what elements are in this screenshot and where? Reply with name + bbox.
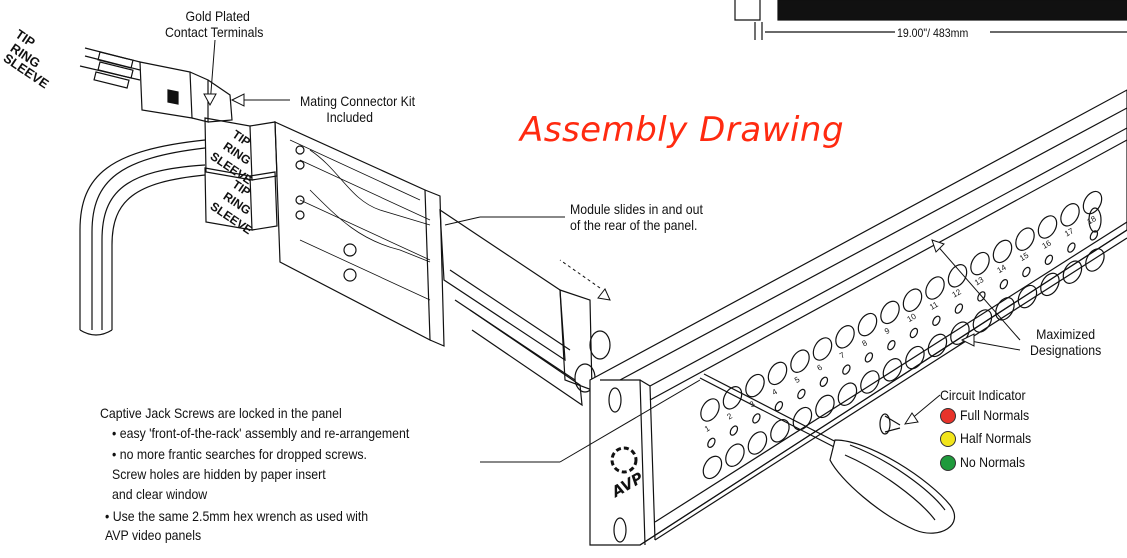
indicator-dot-half [940,431,956,447]
jack-hole [947,264,968,288]
captive-bullet-2: • no more frantic searches for dropped s… [112,446,367,462]
captive-bullet-3: Screw holes are hidden by paper insert [112,466,326,482]
jack-hole [999,279,1009,290]
jack-hole [707,437,716,448]
jack-hole [925,276,945,300]
jack-hole [812,337,833,361]
jack-hole [770,419,790,443]
jack-hole [1060,203,1080,227]
maximized-line-2: Designations [1030,342,1102,358]
jack-hole [887,340,896,351]
jack-hole [1044,254,1054,265]
gold-plated-line-1: Gold Plated [185,8,250,24]
jack-hole [1037,215,1058,239]
dimension-label: 19.00"/ 483mm [897,26,969,40]
jack-hole [932,315,941,326]
jack-hole [905,345,925,370]
jack-module [274,121,611,407]
cable-bundle [79,139,206,336]
captive-bullet-5: • Use the same 2.5mm hex wrench as used … [105,508,369,524]
gold-plated-line-2: Contact Terminals [165,24,264,40]
jack-hole [860,370,880,394]
indicator-label-full: Full Normals [960,407,1030,423]
jack-number: 5 [793,375,802,385]
jack-hole [745,373,765,398]
jack-hole [909,327,919,339]
contact-terminals [79,47,233,123]
jack-hole [835,325,855,349]
captive-bullet-1: • easy 'front-of-the-rack' assembly and … [112,425,410,441]
jack-hole [880,300,900,325]
jack-hole [995,297,1015,321]
jack-hole [774,401,784,412]
jack-hole [729,425,739,436]
indicator-label-half: Half Normals [960,430,1032,446]
mating-kit-line-2: Included [326,109,373,125]
arrowheads [203,93,975,425]
maximized-label: Maximized Designations [1030,326,1101,358]
page-title: Assembly Drawing [520,110,845,150]
jack-hole [992,239,1013,264]
jack-hole [954,303,964,314]
indicator-plug [879,413,901,435]
jack-hole [752,413,761,424]
module-slides-line-1: Module slides in and out [570,201,703,217]
jack-number: 6 [816,362,825,372]
indicator-dot-full [940,408,956,424]
jack-hole [1089,230,1099,241]
gold-plated-label: Gold Plated Contact Terminals [165,8,263,40]
dimension-drawing [734,0,1127,40]
jack-hole [882,358,903,382]
jack-hole [972,309,993,333]
jack-hole [1085,248,1105,272]
maximized-line-1: Maximized [1036,326,1096,342]
mating-kit-label: Mating Connector Kit Included [300,93,415,125]
jack-hole [790,349,810,373]
jack-hole [797,388,806,400]
jack-hole [819,376,829,387]
jack-hole [1067,242,1076,253]
jack-hole [842,364,851,375]
jack-hole [725,443,745,467]
jack-hole [977,291,986,302]
jack-hole [864,352,874,363]
jack-hole [1022,266,1031,278]
jack-hole [1017,284,1038,309]
circuit-indicator-label: Circuit Indicator [940,387,1026,403]
jack-number: 9 [883,326,892,336]
jack-hole [792,406,813,431]
jack-hole [857,312,878,337]
jack-hole [815,394,835,419]
mating-kit-line-1: Mating Connector Kit [300,93,416,109]
jack-number: 7 [838,350,847,360]
indicator-dot-none [940,455,956,471]
jack-hole [837,382,858,406]
jack-hole [1015,227,1035,251]
jack-number: 2 [726,411,735,421]
captive-heading: Captive Jack Screws are locked in the pa… [100,405,342,421]
jack-hole [970,251,990,276]
jack-hole [1082,190,1103,215]
jack-hole [700,398,720,422]
jack-hole [722,386,743,410]
jack-number: 1 [703,423,712,433]
jack-hole [902,288,923,312]
jack-number: 4 [771,387,780,397]
captive-bullet-4: and clear window [112,486,208,502]
indicator-label-none: No Normals [960,454,1026,470]
jack-hole [747,431,768,455]
jack-hole [1062,260,1083,284]
patch-panel [589,89,1127,546]
jack-hole [767,361,788,386]
jack-number: 3 [748,399,757,409]
captive-bullet-6: AVP video panels [105,527,202,543]
module-slides-line-2: of the rear of the panel. [570,217,698,233]
jack-hole [927,333,948,358]
jack-number: 8 [861,338,870,348]
hex-wrench [699,373,956,534]
module-slides-label: Module slides in and out of the rear of … [570,201,703,233]
jack-hole [1040,272,1060,297]
jack-hole [702,455,723,480]
